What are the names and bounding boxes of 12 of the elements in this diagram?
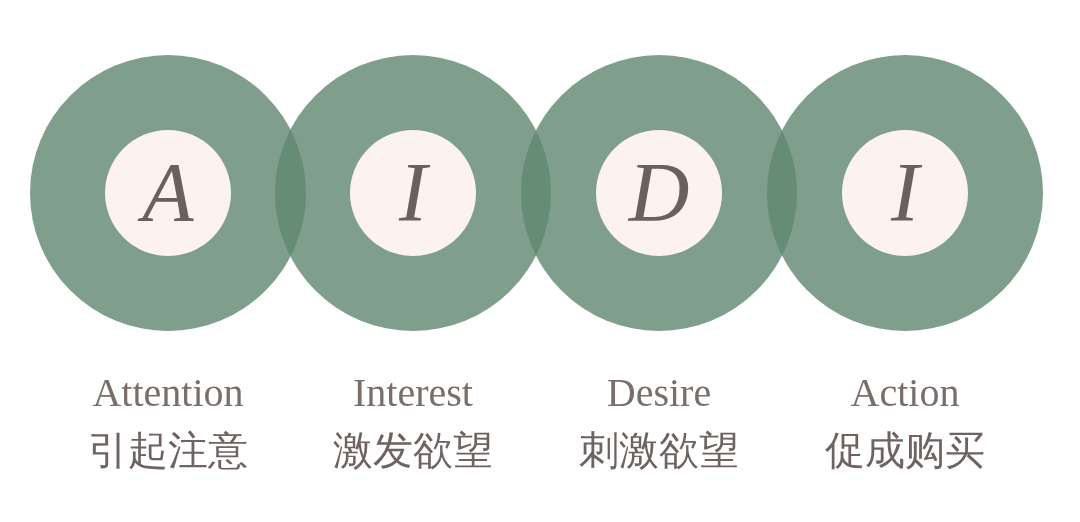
letter-circle: A bbox=[105, 130, 231, 256]
stage-caption: 激发欲望 bbox=[332, 430, 494, 470]
stage-caption: 刺激欲望 bbox=[578, 430, 740, 470]
stage-name: Action bbox=[849, 373, 961, 413]
stage-caption: 引起注意 bbox=[87, 430, 249, 470]
stage-name: Desire bbox=[605, 373, 713, 413]
stage-caption: 促成购买 bbox=[824, 430, 986, 470]
letter-circle: D bbox=[596, 130, 722, 256]
letter-circle: I bbox=[842, 130, 968, 256]
stage-name: Interest bbox=[352, 373, 474, 413]
stage-name: Attention bbox=[91, 373, 245, 413]
letter-circle: I bbox=[350, 130, 476, 256]
